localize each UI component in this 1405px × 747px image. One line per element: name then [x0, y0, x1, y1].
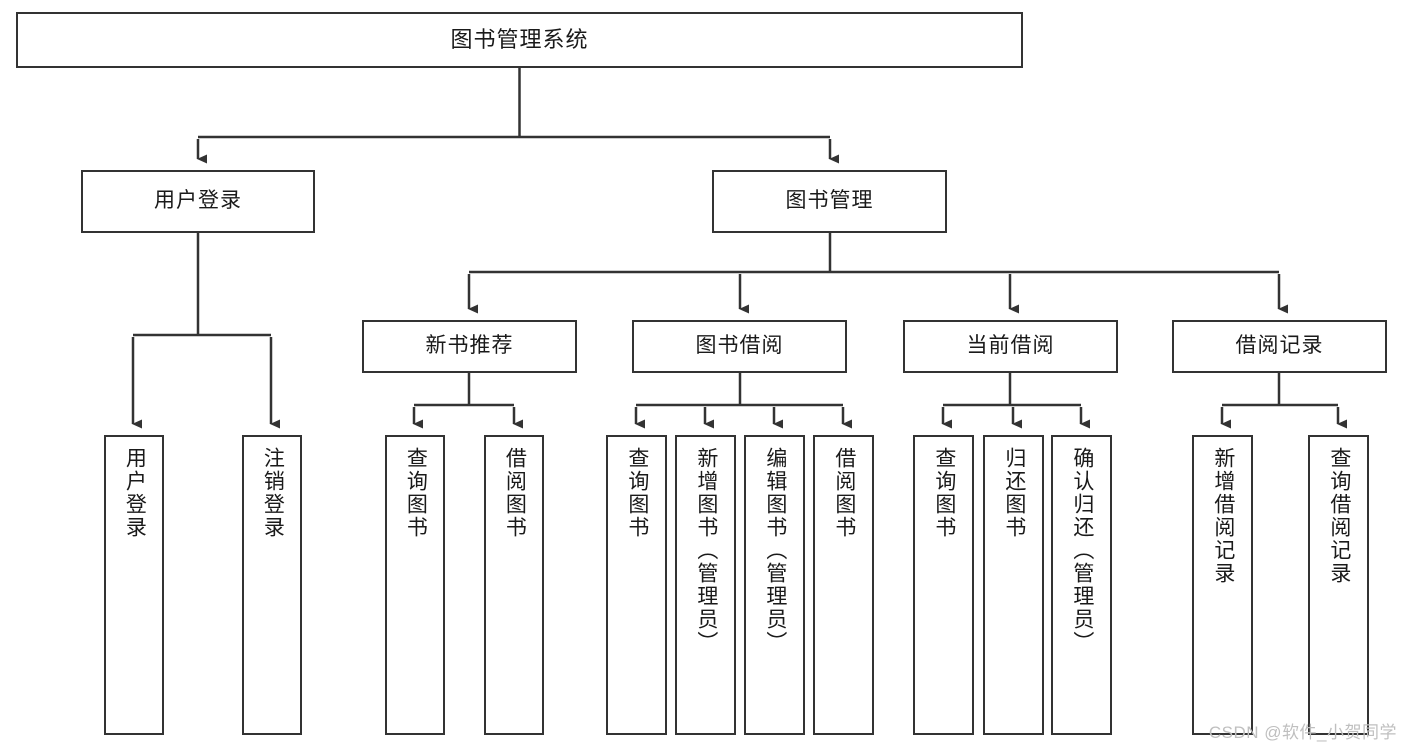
node-book-borrow[interactable]: 图书借阅: [632, 320, 847, 373]
node-label: 新书推荐: [425, 334, 514, 358]
node-label: 编辑图书（管理员）: [763, 447, 787, 654]
node-label: 新增图书（管理员）: [694, 447, 718, 654]
node-label: 图书管理系统: [450, 27, 589, 53]
node-label: 注销登录: [261, 447, 285, 539]
leaf-user-login-login[interactable]: 用户登录: [104, 435, 164, 735]
node-book-management[interactable]: 图书管理: [712, 170, 947, 233]
node-label: 图书管理: [785, 189, 874, 213]
node-label: 查询图书: [932, 447, 956, 539]
node-label: 查询借阅记录: [1327, 447, 1351, 585]
node-label: 查询图书: [625, 447, 649, 539]
node-label: 查询图书: [404, 447, 428, 539]
node-label: 用户登录: [154, 189, 242, 213]
leaf-borrow-edit-book-admin[interactable]: 编辑图书（管理员）: [744, 435, 805, 735]
leaf-recommend-query-book[interactable]: 查询图书: [385, 435, 445, 735]
leaf-current-query-book[interactable]: 查询图书: [913, 435, 974, 735]
leaf-recommend-borrow-book[interactable]: 借阅图书: [484, 435, 544, 735]
node-user-login[interactable]: 用户登录: [81, 170, 315, 233]
watermark-text: CSDN @软件_小贺同学: [1208, 723, 1397, 742]
leaf-current-return-book[interactable]: 归还图书: [983, 435, 1044, 735]
node-label: 图书借阅: [695, 334, 784, 358]
node-borrow-records[interactable]: 借阅记录: [1172, 320, 1387, 373]
node-label: 借阅图书: [832, 447, 856, 539]
node-root-system[interactable]: 图书管理系统: [16, 12, 1023, 68]
node-label: 归还图书: [1002, 447, 1026, 539]
node-label: 新增借阅记录: [1211, 447, 1235, 585]
node-current-borrow[interactable]: 当前借阅: [903, 320, 1118, 373]
leaf-user-login-logout[interactable]: 注销登录: [242, 435, 302, 735]
node-label: 当前借阅: [966, 334, 1055, 358]
leaf-borrow-borrow-book[interactable]: 借阅图书: [813, 435, 874, 735]
node-label: 借阅图书: [503, 447, 527, 539]
leaf-records-query-record[interactable]: 查询借阅记录: [1308, 435, 1369, 735]
leaf-borrow-add-book-admin[interactable]: 新增图书（管理员）: [675, 435, 736, 735]
leaf-records-add-record[interactable]: 新增借阅记录: [1192, 435, 1253, 735]
node-label: 借阅记录: [1235, 334, 1324, 358]
node-label: 用户登录: [123, 447, 147, 539]
node-new-book-recommend[interactable]: 新书推荐: [362, 320, 577, 373]
node-label: 确认归还（管理员）: [1070, 447, 1094, 654]
leaf-current-confirm-return-admin[interactable]: 确认归还（管理员）: [1051, 435, 1112, 735]
leaf-borrow-query-book[interactable]: 查询图书: [606, 435, 667, 735]
